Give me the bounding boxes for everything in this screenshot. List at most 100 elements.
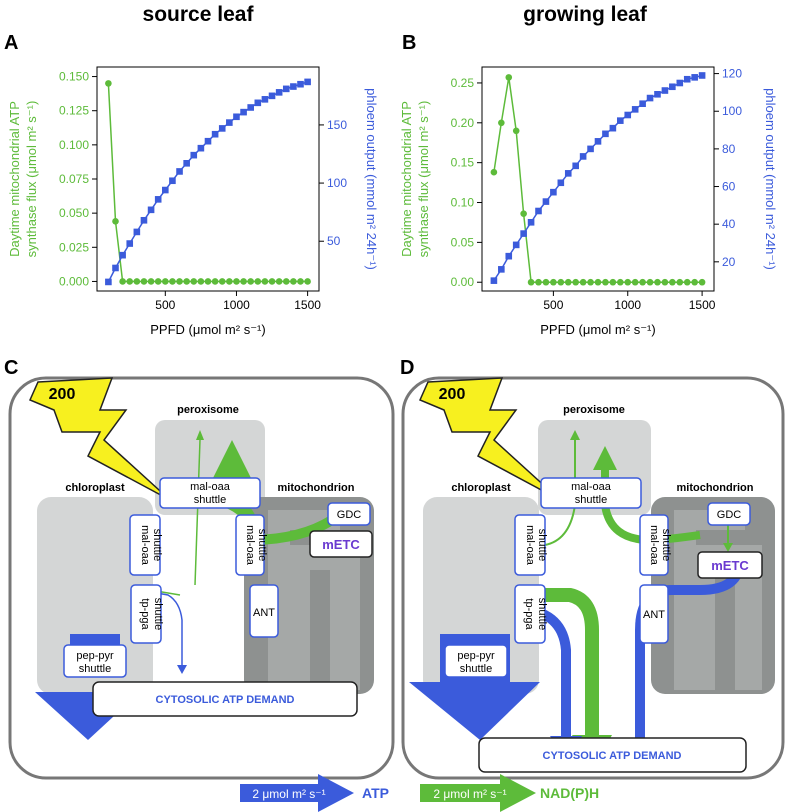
nadph-flux-arrowhead — [593, 446, 617, 470]
phloem-output-point — [169, 177, 176, 185]
atp-synthase-flux-point — [594, 278, 602, 286]
atp-synthase-flux-point — [183, 278, 190, 285]
atp-synthase-flux-point — [624, 278, 632, 286]
shuttle-label: mal-oaa — [190, 481, 231, 493]
phloem-output-point — [512, 241, 520, 249]
atp-synthase-flux-point — [247, 278, 254, 285]
atp-synthase-flux-point — [126, 278, 134, 285]
atp-synthase-flux-point — [520, 210, 527, 217]
ant-box — [249, 584, 279, 638]
atp-synthase-flux-point — [669, 278, 676, 286]
phloem-output-point — [297, 80, 304, 88]
atp-synthase-flux-point — [654, 278, 661, 286]
shuttle-label: shuttle — [460, 663, 492, 675]
phloem-output-point — [602, 130, 609, 138]
atp-synthase-flux-point — [550, 278, 557, 286]
atp-synthase-flux-point — [691, 278, 698, 286]
shuttle-label: shuttle — [151, 529, 163, 561]
atp-synthase-flux-point — [112, 218, 119, 225]
atp-synthase-flux-point — [498, 119, 505, 127]
panel-letter-d: D — [400, 357, 414, 379]
nadph-to-demand — [530, 588, 599, 765]
x-tick-label: 1500 — [689, 298, 716, 312]
phloem-output-point — [564, 170, 572, 177]
phloem-output-point — [572, 162, 579, 170]
y-right-tick-label: 150 — [327, 118, 347, 132]
x-tick-label: 1000 — [614, 298, 641, 312]
shuttle-label: shuttle — [79, 663, 111, 675]
phloem-output-point — [683, 75, 691, 83]
atp-pep-pyr-bar — [70, 634, 120, 646]
phloem-output-point — [498, 266, 505, 273]
phloem-output-point — [505, 252, 513, 260]
shuttle-label: pep-pyr — [76, 650, 114, 662]
atp-synthase-flux-point — [275, 278, 283, 285]
phloem-output-point — [631, 106, 639, 113]
phloem-output-point — [624, 111, 632, 119]
y-right-tick-label: 50 — [327, 234, 341, 248]
phloem-output-point — [550, 188, 557, 196]
shuttle-label: mal-oaa — [524, 525, 536, 566]
atp-synthase-flux-point — [683, 278, 691, 286]
ant-box — [639, 584, 669, 644]
light-value: 200 — [439, 386, 466, 403]
atp-synthase-flux-point — [147, 278, 155, 285]
atp-pep-pyr-arrow — [409, 682, 540, 740]
chloroplast-label: chloroplast — [451, 482, 511, 494]
atp-synthase-flux-point — [579, 278, 587, 286]
atp-synthase-flux-point — [527, 278, 535, 286]
mitochondrion-label: mitochondrion — [278, 482, 355, 494]
atp-synthase-flux-point — [261, 278, 269, 285]
atp-synthase-flux-point — [639, 278, 646, 286]
phloem-output-point — [661, 87, 669, 94]
y-right-tick-label: 80 — [722, 142, 736, 156]
phloem-output-point — [105, 278, 112, 286]
phloem-output-point — [490, 277, 498, 284]
atp-synthase-flux-point — [572, 278, 579, 286]
panel-d-diagram: peroxisome chloroplast mitochondrion 200… — [401, 376, 785, 780]
mal-oaa-mitochondrion-shuttle — [639, 514, 669, 576]
atp-synthase-flux-point — [646, 278, 654, 286]
mal-oaa-peroxisome-shuttle — [159, 477, 261, 509]
nadph-legend-label: NAD(P)H — [540, 785, 599, 801]
gdc-label: GDC — [717, 509, 742, 521]
y-right-tick-label: 100 — [722, 104, 742, 118]
atp-synthase-flux-point — [297, 278, 304, 285]
cytosolic-atp-demand-box — [92, 681, 358, 717]
phloem-output-point — [275, 89, 283, 96]
atp-synthase-flux-point — [490, 168, 498, 176]
phloem-output-point — [587, 145, 594, 153]
y-right-tick-label: 60 — [722, 180, 736, 194]
chart-b-left-ylabel-line2: synthase flux (μmol m² s⁻¹) — [416, 101, 431, 258]
atp-synthase-flux-point — [602, 278, 609, 286]
x-tick-label: 1000 — [223, 298, 250, 312]
nadph-thin-flux — [194, 439, 201, 586]
phloem-output-point — [268, 92, 276, 100]
phloem-output-point — [176, 168, 183, 175]
phloem-output-point — [527, 218, 535, 226]
y-right-tick-label: 40 — [722, 217, 736, 231]
phloem-output-point — [204, 137, 212, 145]
atp-synthase-flux-point — [240, 278, 247, 285]
peroxisome-label: peroxisome — [563, 404, 625, 416]
atp-synthase-flux-point — [535, 278, 542, 286]
plot-frame — [481, 66, 715, 292]
nadph-thin-arrowhead — [196, 430, 204, 440]
atp-synthase-flux-point — [169, 278, 176, 285]
atp-legend-arrow — [240, 774, 354, 812]
phloem-output-point — [211, 130, 219, 138]
chart-growing-leaf: PPFD (μmol m² s⁻¹) Daytime mitochondrial… — [399, 66, 778, 337]
shuttle-label: shuttle — [536, 529, 548, 561]
shuttle-label: shuttle — [256, 529, 268, 561]
atp-synthase-flux-point — [304, 278, 311, 285]
atp-synthase-flux-point — [290, 278, 297, 285]
atp-synthase-flux-point — [282, 278, 290, 285]
atp-synthase-flux-point — [233, 278, 240, 285]
phloem-output-point — [119, 251, 126, 259]
chart-b-left-ylabel-line1: Daytime mitochondrial ATP — [399, 101, 414, 257]
shuttle-label: shuttle — [194, 494, 226, 506]
panel-letter-b: B — [402, 32, 416, 54]
phloem-output-point — [133, 228, 141, 236]
mal-oaa-chloroplast-shuttle — [514, 514, 546, 576]
shuttle-label: shuttle — [152, 598, 164, 630]
